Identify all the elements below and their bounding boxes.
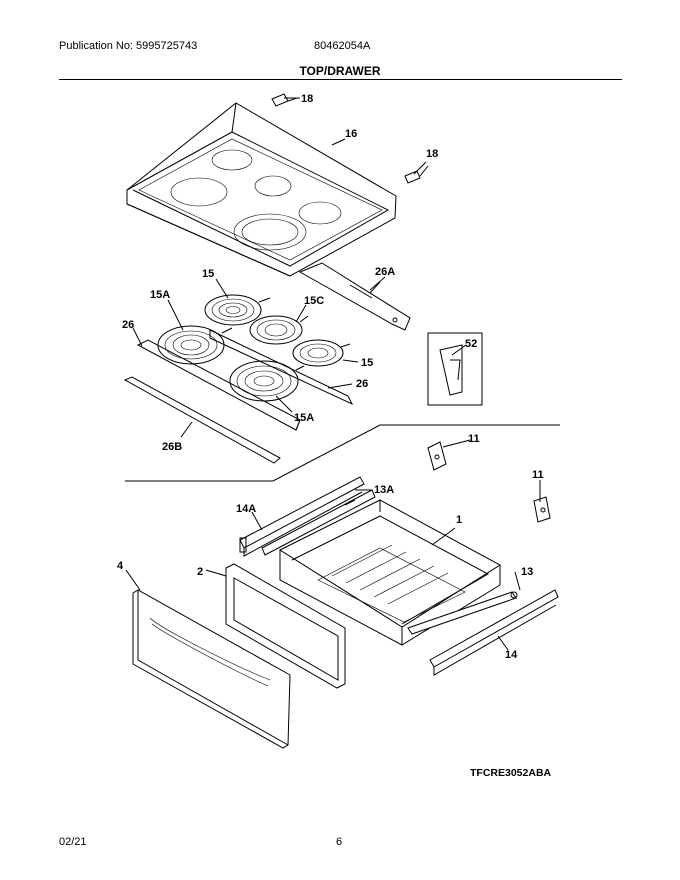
page-number: 6 bbox=[336, 836, 343, 848]
callout-13: 13 bbox=[521, 566, 533, 578]
callout-14a: 14A bbox=[236, 503, 256, 515]
callout-26-left: 26 bbox=[122, 319, 134, 331]
drawer-slide-14a bbox=[239, 476, 365, 557]
drawer-slide-13a bbox=[261, 489, 376, 556]
callout-1: 1 bbox=[456, 514, 462, 526]
model-number: 80462054A bbox=[314, 40, 371, 52]
bracket-11b bbox=[533, 496, 551, 523]
top-bracket-18b bbox=[404, 165, 429, 184]
support-rail-26 bbox=[136, 329, 354, 431]
callout-26-right: 26 bbox=[356, 378, 368, 390]
callout-15a-top: 15A bbox=[150, 289, 170, 301]
footer-date: 02/21 bbox=[59, 836, 87, 848]
drawer-box bbox=[278, 499, 501, 646]
publication-number: Publication No: 5995725743 bbox=[59, 40, 198, 52]
bracket-11a bbox=[427, 441, 447, 471]
callout-18b: 18 bbox=[426, 148, 438, 160]
callout-4: 4 bbox=[117, 560, 124, 572]
top-bracket-18a bbox=[271, 93, 298, 107]
element-15a-large-bottom bbox=[229, 360, 305, 402]
element-15c bbox=[249, 315, 309, 345]
callout-52: 52 bbox=[465, 338, 477, 350]
element-15-small bbox=[204, 294, 271, 326]
bracket-26a bbox=[298, 262, 411, 331]
element-15-right bbox=[292, 339, 351, 367]
callout-26b: 26B bbox=[162, 441, 182, 453]
leader-lines bbox=[125, 97, 541, 651]
cooktop-glass-top bbox=[126, 102, 397, 277]
diagram-code: TFCRE3052ABA bbox=[470, 767, 552, 779]
callout-15-top: 15 bbox=[202, 268, 214, 280]
callout-15-right: 15 bbox=[361, 357, 373, 369]
callout-14: 14 bbox=[505, 649, 518, 661]
callout-11a: 11 bbox=[468, 433, 480, 445]
callout-18a: 18 bbox=[301, 93, 313, 105]
header-rule bbox=[59, 79, 622, 80]
element-15a-large-top bbox=[157, 325, 233, 365]
drawer-front-panel bbox=[132, 589, 291, 749]
part-52-inset bbox=[427, 332, 483, 406]
page-title: TOP/DRAWER bbox=[299, 64, 381, 78]
callout-2: 2 bbox=[197, 566, 203, 578]
drawer-frame bbox=[225, 563, 346, 689]
section-divider bbox=[125, 424, 560, 482]
drawer-slide-13 bbox=[407, 591, 518, 635]
callout-11b: 11 bbox=[532, 469, 544, 481]
callout-16: 16 bbox=[345, 128, 357, 140]
callout-26a: 26A bbox=[375, 266, 395, 278]
callout-13a: 13A bbox=[374, 484, 394, 496]
rail-26b bbox=[123, 376, 281, 464]
callout-15c: 15C bbox=[304, 295, 324, 307]
drawer-slide-14 bbox=[429, 589, 559, 676]
callout-15a-bottom: 15A bbox=[294, 412, 314, 424]
